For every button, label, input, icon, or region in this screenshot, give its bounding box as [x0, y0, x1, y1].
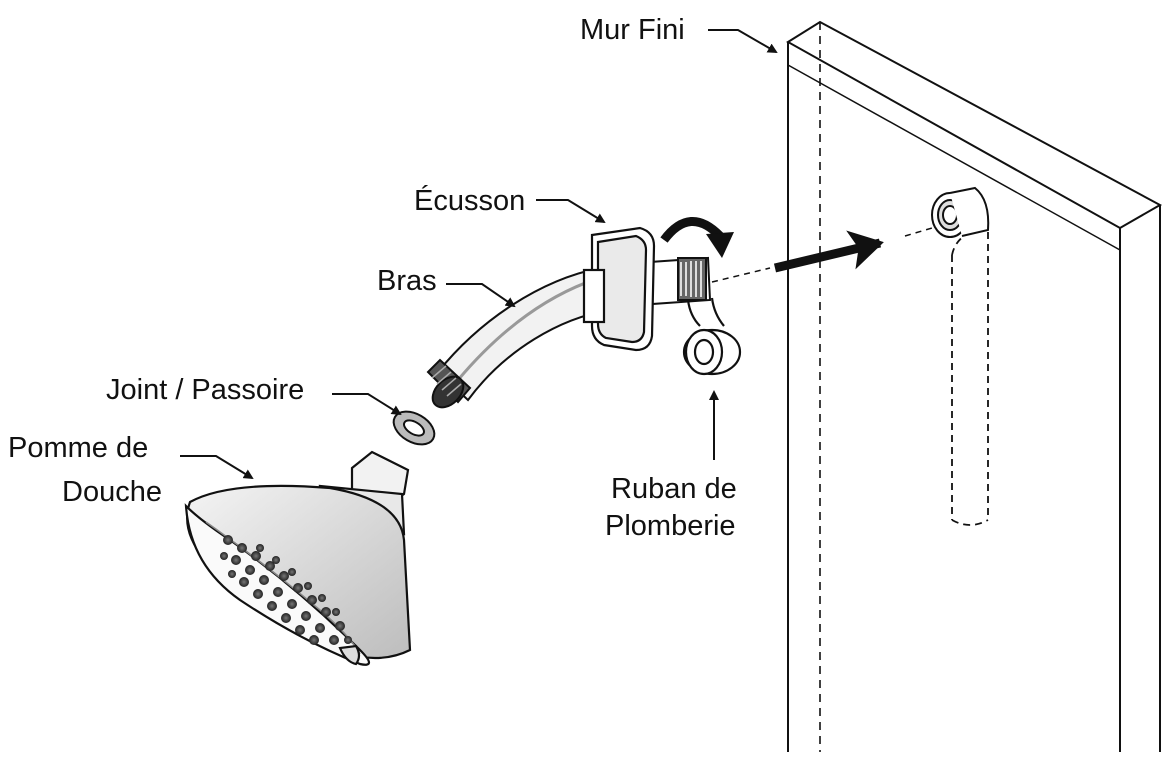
nozzle-holes — [220, 535, 352, 645]
label-escutcheon: Écusson — [414, 185, 526, 217]
label-shower-head-line2: Douche — [62, 476, 162, 508]
pipe-fitting — [931, 186, 990, 238]
supply-pipe-hidden — [951, 231, 989, 526]
leader-gasket — [332, 393, 402, 416]
label-plumber-tape-line2: Plomberie — [605, 510, 736, 542]
gasket-washer — [392, 410, 436, 446]
label-shower-head-line1: Pomme de — [8, 432, 149, 464]
label-finished-wall: Mur Fini — [580, 14, 685, 46]
leader-shower-head — [180, 455, 254, 480]
escutcheon-flange — [582, 226, 656, 352]
plumber-tape-roll — [682, 297, 742, 376]
shower-head — [184, 450, 412, 666]
rotation-arrow — [660, 216, 734, 258]
label-leaders — [180, 29, 778, 480]
leader-finished-wall — [708, 29, 778, 54]
leader-escutcheon — [536, 199, 606, 224]
leader-arm — [446, 283, 516, 308]
shower-arm — [426, 256, 712, 409]
label-arm: Bras — [377, 265, 437, 297]
install-direction-arrow — [711, 227, 933, 283]
label-gasket: Joint / Passoire — [106, 374, 305, 406]
label-plumber-tape-line1: Ruban de — [611, 473, 737, 505]
finished-wall-panel — [786, 20, 1163, 752]
